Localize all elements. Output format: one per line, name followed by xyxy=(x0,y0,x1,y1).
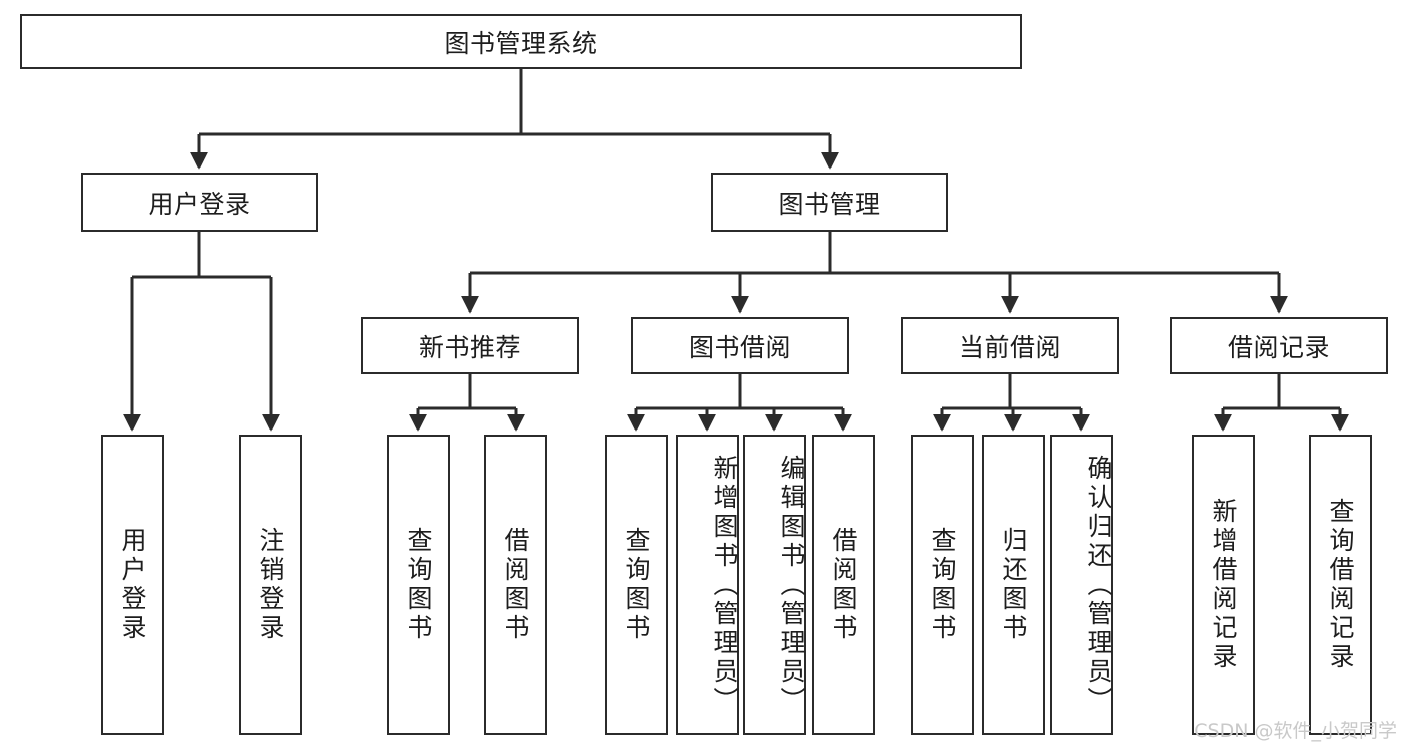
node-leaf-query-book-2[interactable]: 查询图书 xyxy=(605,435,668,735)
node-leaf-add-record-label: 新增借阅记录 xyxy=(1209,498,1238,672)
node-book-borrow-label: 图书借阅 xyxy=(688,332,791,362)
node-leaf-query-book-1-label: 查询图书 xyxy=(404,527,433,643)
node-current-borrow-label: 当前借阅 xyxy=(958,332,1061,362)
node-user-login-label: 用户登录 xyxy=(148,189,251,219)
node-leaf-query-record-label: 查询借阅记录 xyxy=(1326,498,1355,672)
node-leaf-logout[interactable]: 注销登录 xyxy=(239,435,302,735)
node-leaf-borrow-book-2-label: 借阅图书 xyxy=(829,527,858,643)
node-user-login[interactable]: 用户登录 xyxy=(81,173,318,232)
node-leaf-confirm-return-label: 确认归还（管理员） xyxy=(1084,454,1113,716)
node-leaf-query-record[interactable]: 查询借阅记录 xyxy=(1309,435,1372,735)
node-leaf-return-book[interactable]: 归还图书 xyxy=(982,435,1045,735)
node-borrow-record[interactable]: 借阅记录 xyxy=(1170,317,1388,374)
node-leaf-user-login-label: 用户登录 xyxy=(118,527,147,643)
node-new-book-rec-label: 新书推荐 xyxy=(418,332,521,362)
node-leaf-query-book-3[interactable]: 查询图书 xyxy=(911,435,974,735)
node-leaf-add-book[interactable]: 新增图书（管理员） xyxy=(676,435,739,735)
node-leaf-logout-label: 注销登录 xyxy=(256,527,285,643)
node-leaf-query-book-1[interactable]: 查询图书 xyxy=(387,435,450,735)
node-leaf-borrow-book-1-label: 借阅图书 xyxy=(501,527,530,643)
node-leaf-query-book-2-label: 查询图书 xyxy=(622,527,651,643)
node-leaf-edit-book[interactable]: 编辑图书（管理员） xyxy=(743,435,806,735)
node-book-borrow[interactable]: 图书借阅 xyxy=(631,317,849,374)
node-leaf-user-login[interactable]: 用户登录 xyxy=(101,435,164,735)
node-root-label: 图书管理系统 xyxy=(444,28,598,58)
watermark: CSDN @软件_小贺同学 xyxy=(1194,720,1397,742)
node-leaf-borrow-book-1[interactable]: 借阅图书 xyxy=(484,435,547,735)
node-leaf-confirm-return[interactable]: 确认归还（管理员） xyxy=(1050,435,1113,735)
node-leaf-add-book-label: 新增图书（管理员） xyxy=(710,454,739,716)
node-borrow-record-label: 借阅记录 xyxy=(1227,332,1330,362)
node-leaf-add-record[interactable]: 新增借阅记录 xyxy=(1192,435,1255,735)
node-root[interactable]: 图书管理系统 xyxy=(20,14,1022,69)
node-leaf-borrow-book-2[interactable]: 借阅图书 xyxy=(812,435,875,735)
node-leaf-return-book-label: 归还图书 xyxy=(999,527,1028,643)
node-book-manage-label: 图书管理 xyxy=(778,189,881,219)
node-new-book-rec[interactable]: 新书推荐 xyxy=(361,317,579,374)
node-current-borrow[interactable]: 当前借阅 xyxy=(901,317,1119,374)
node-leaf-edit-book-label: 编辑图书（管理员） xyxy=(777,454,806,716)
node-leaf-query-book-3-label: 查询图书 xyxy=(928,527,957,643)
node-book-manage[interactable]: 图书管理 xyxy=(711,173,948,232)
